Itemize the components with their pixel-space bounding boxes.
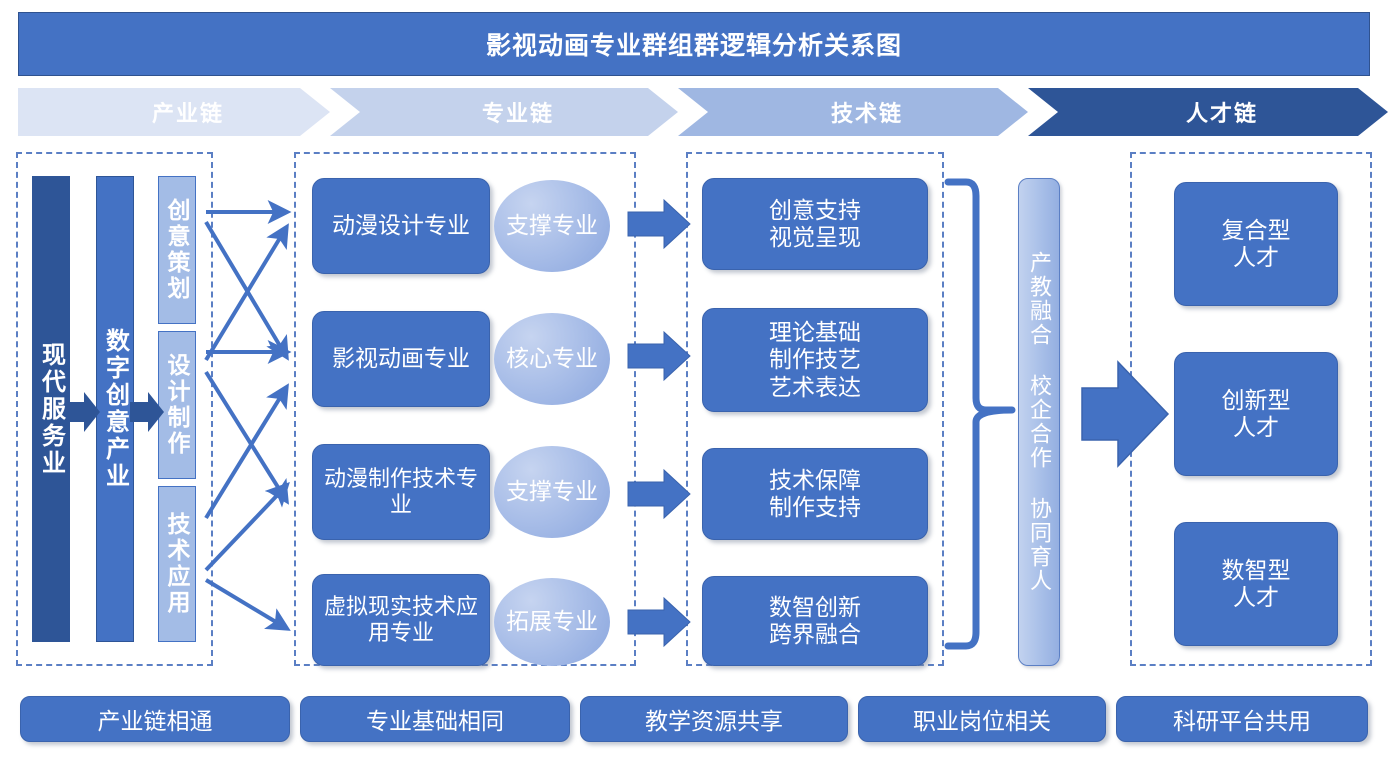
chevron-label: 专业链 [481,101,554,126]
bottom-box-shared-teaching-resources[interactable]: 教学资源共享 [580,696,848,742]
arrow-major-to-tech-1 [627,198,691,250]
tech-box-technical-guarantee[interactable]: 技术保障制作支持 [702,448,928,540]
industry-segment-design-production[interactable]: 设计制作 [158,331,196,479]
arrow-creative-to-film [204,220,289,361]
industry-segment-creative-planning[interactable]: 创意策划 [158,176,196,324]
chevron-label: 产业链 [151,101,224,126]
major-box-film-animation[interactable]: 影视动画专业 [312,311,490,407]
chain-chevron-band: 产业链 专业链 技术链 人才链 [0,88,1388,136]
industry-segment-technology-application[interactable]: 技术应用 [158,486,196,642]
major-box-vr-application[interactable]: 虚拟现实技术应用专业 [312,574,490,666]
tech-box-creative-support[interactable]: 创意支持视觉呈现 [702,178,928,270]
bottom-box-related-job-positions[interactable]: 职业岗位相关 [858,696,1106,742]
tech-box-digital-innovation[interactable]: 数智创新跨界融合 [702,576,928,666]
tech-box-theory-craft-art[interactable]: 理论基础制作技艺艺术表达 [702,308,928,412]
major-role-animation-production-tech: 支撑专业 [494,446,610,538]
page-title: 影视动画专业群组群逻辑分析关系图 [18,12,1370,76]
arrow-tech-to-production [204,481,290,572]
talent-box-innovative[interactable]: 创新型人才 [1174,352,1338,476]
chevron-label: 技术链 [830,101,903,126]
arrow-tech-to-vr [204,578,291,631]
arrow-major-to-tech-4 [627,596,691,648]
major-role-film-animation: 核心专业 [494,313,610,405]
chevron-major-chain[interactable]: 专业链 [330,88,678,136]
tech-collector-bracket [944,178,1016,650]
chevron-label: 人才链 [1185,101,1258,126]
chevron-tech-chain[interactable]: 技术链 [678,88,1028,136]
arrow-design-to-designmajor [204,223,289,362]
major-role-vr-application: 拓展专业 [494,578,610,666]
bottom-box-same-major-foundation[interactable]: 专业基础相同 [300,696,570,742]
major-box-animation-production-tech[interactable]: 动漫制作技术专业 [312,444,490,540]
major-box-animation-design[interactable]: 动漫设计专业 [312,178,490,274]
bottom-box-shared-research-platform[interactable]: 科研平台共用 [1116,696,1368,742]
talent-box-composite[interactable]: 复合型人才 [1174,182,1338,306]
chevron-industry-chain[interactable]: 产业链 [18,88,330,136]
industry-bar-digital-creative[interactable]: 数字创意产业 [96,176,134,642]
arrow-tech-to-film [204,383,289,520]
arrow-design-to-production [204,370,289,505]
chevron-talent-chain[interactable]: 人才链 [1028,88,1388,136]
talent-box-digital-intelligent[interactable]: 数智型人才 [1174,522,1338,646]
arrow-major-to-tech-2 [627,330,691,382]
major-to-tech-arrows [627,198,691,648]
industry-bar-modern-service[interactable]: 现代服务业 [32,176,70,642]
major-role-animation-design: 支撑专业 [494,180,610,272]
segment-to-major-arrows [204,200,292,631]
bottom-box-industry-chain-connected[interactable]: 产业链相通 [20,696,290,742]
fusion-bar[interactable]: 产教融合 校企合作 协同育人 [1018,178,1060,666]
arrow-major-to-tech-3 [627,468,691,520]
